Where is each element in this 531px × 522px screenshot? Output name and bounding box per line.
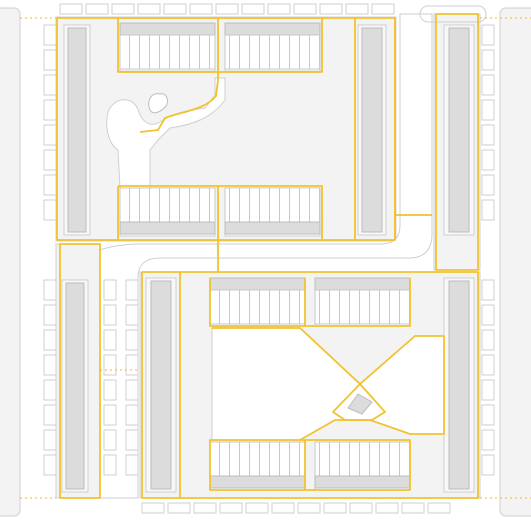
southwest-block	[55, 243, 101, 499]
north-lot-boxes	[59, 3, 395, 15]
east-block	[433, 13, 481, 271]
north-rowhouses	[119, 22, 321, 237]
internal-road	[99, 13, 433, 499]
east-road-rounded	[419, 5, 487, 23]
middle-lot-boxes	[103, 279, 139, 476]
pond	[148, 93, 168, 114]
courtyard-lawn	[106, 77, 226, 189]
east-lot-boxes	[481, 24, 495, 476]
south-rowhouses	[209, 277, 411, 491]
north-block-buildings	[63, 24, 387, 236]
east-edge-strip	[499, 7, 531, 517]
west-edge-strip	[0, 7, 21, 517]
south-lot-boxes	[141, 502, 451, 514]
west-lot-boxes	[43, 24, 57, 476]
dashed-boundaries	[20, 17, 531, 499]
south-block	[139, 271, 481, 499]
highlighted-paths	[56, 13, 479, 499]
kiosk	[347, 393, 373, 415]
